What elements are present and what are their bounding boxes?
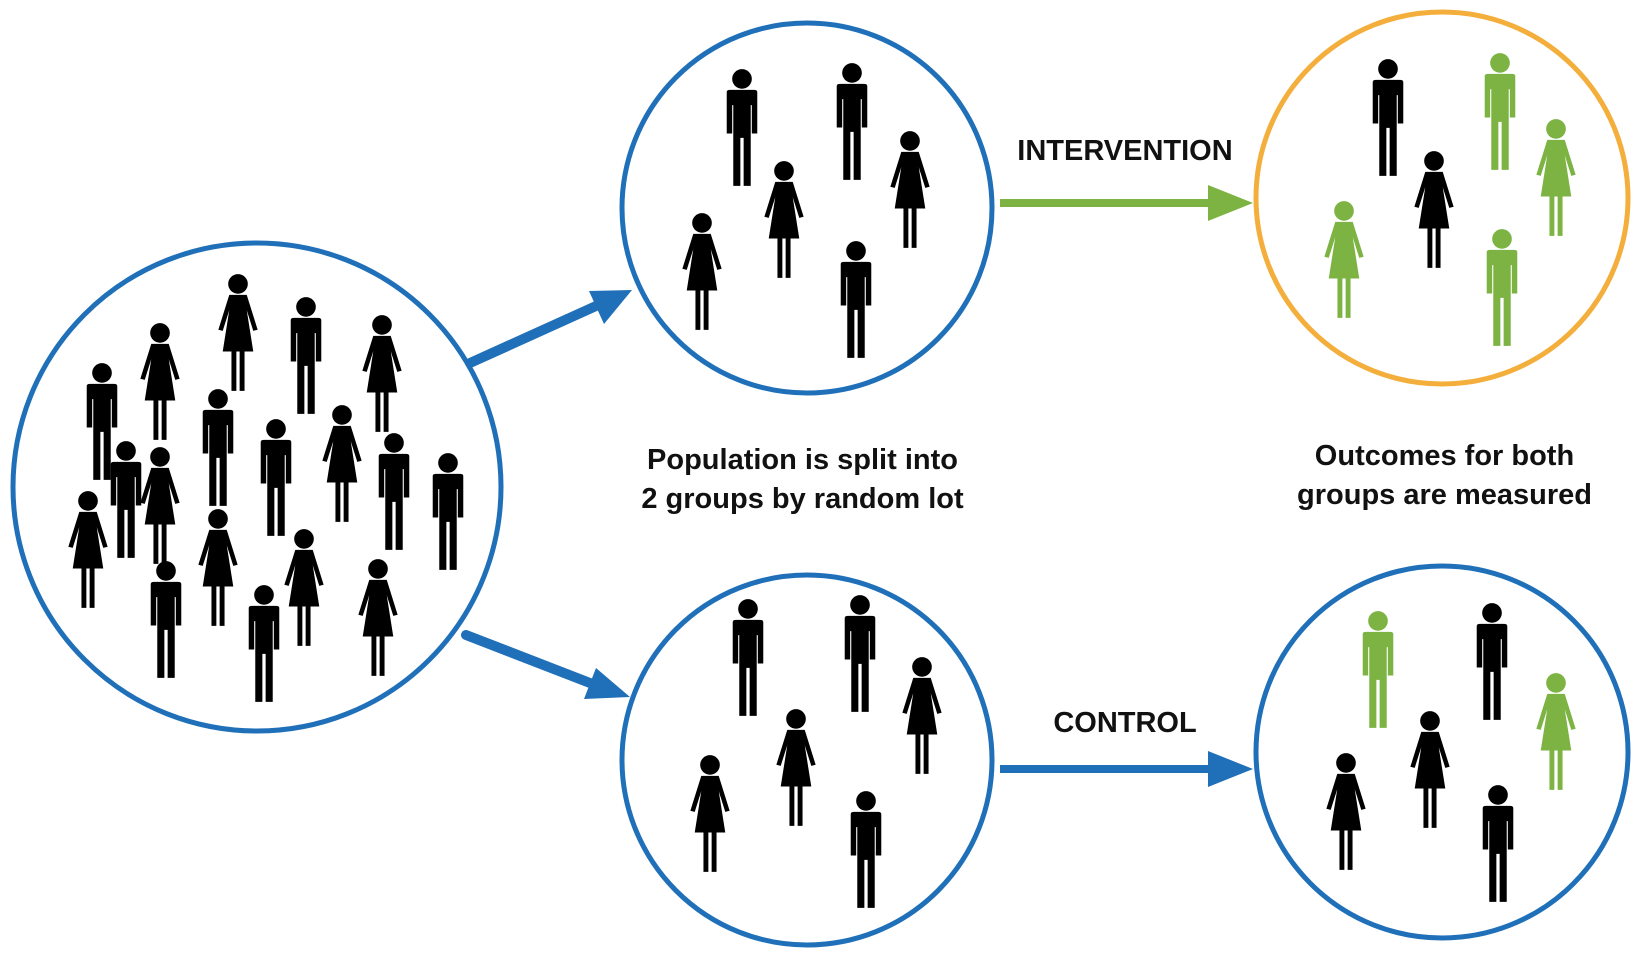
woman-figure-icon bbox=[902, 657, 942, 774]
man-figure-icon bbox=[1476, 603, 1508, 720]
man-figure-icon bbox=[378, 433, 410, 550]
man-figure-icon bbox=[726, 69, 758, 186]
woman-figure-icon bbox=[764, 161, 804, 278]
control-outcome-figures bbox=[1326, 603, 1576, 902]
man-figure-icon bbox=[432, 453, 464, 570]
woman-figure-icon bbox=[218, 274, 258, 391]
woman-figure-icon bbox=[690, 755, 730, 872]
green-man-figure-icon bbox=[1362, 611, 1394, 728]
control-label: CONTROL bbox=[1053, 707, 1197, 739]
woman-figure-icon bbox=[1410, 711, 1450, 828]
outcomes-caption-line-1: Outcomes for both bbox=[1314, 440, 1575, 472]
green-man-figure-icon bbox=[1484, 53, 1516, 170]
intervention-arrow bbox=[1000, 185, 1253, 221]
population-figures bbox=[68, 274, 464, 702]
man-figure-icon bbox=[1372, 59, 1404, 176]
split-arrow-top bbox=[465, 290, 632, 368]
woman-figure-icon bbox=[362, 315, 402, 432]
control-group-circle bbox=[619, 572, 995, 948]
split-caption-line-1: Population is split into bbox=[647, 444, 958, 476]
control-group-figures bbox=[690, 595, 942, 908]
intervention-group-circle bbox=[619, 20, 995, 396]
woman-figure-icon bbox=[198, 509, 238, 626]
intervention-outcome-circle bbox=[1253, 9, 1631, 387]
intervention-group-figures bbox=[682, 63, 930, 358]
split-arrow-bottom bbox=[461, 630, 630, 699]
man-figure-icon bbox=[290, 297, 322, 414]
split-caption: Population is split into 2 groups by ran… bbox=[620, 441, 985, 519]
man-figure-icon bbox=[844, 595, 876, 712]
woman-figure-icon bbox=[322, 405, 362, 522]
intervention-label: INTERVENTION bbox=[1017, 135, 1233, 167]
woman-figure-icon bbox=[284, 529, 324, 646]
split-caption-line-2: 2 groups by random lot bbox=[641, 483, 964, 515]
woman-figure-icon bbox=[140, 323, 180, 440]
man-figure-icon bbox=[840, 241, 872, 358]
outcomes-caption: Outcomes for both groups are measured bbox=[1262, 437, 1627, 515]
man-figure-icon bbox=[850, 791, 882, 908]
population-circle bbox=[10, 240, 504, 734]
woman-figure-icon bbox=[358, 559, 398, 676]
man-figure-icon bbox=[1482, 785, 1514, 902]
man-figure-icon bbox=[732, 599, 764, 716]
green-man-figure-icon bbox=[1486, 229, 1518, 346]
man-figure-icon bbox=[202, 389, 234, 506]
man-figure-icon bbox=[836, 63, 868, 180]
woman-figure-icon bbox=[140, 447, 180, 564]
woman-figure-icon bbox=[68, 491, 108, 608]
woman-figure-icon bbox=[890, 131, 930, 248]
green-woman-figure-icon bbox=[1324, 201, 1364, 318]
man-figure-icon bbox=[110, 441, 142, 558]
intervention-outcome-figures bbox=[1324, 53, 1576, 346]
man-figure-icon bbox=[248, 585, 280, 702]
woman-figure-icon bbox=[1326, 753, 1366, 870]
woman-figure-icon bbox=[776, 709, 816, 826]
green-woman-figure-icon bbox=[1536, 673, 1576, 790]
green-woman-figure-icon bbox=[1536, 119, 1576, 236]
woman-figure-icon bbox=[682, 213, 722, 330]
woman-figure-icon bbox=[1414, 151, 1454, 268]
man-figure-icon bbox=[260, 419, 292, 536]
control-arrow bbox=[1000, 751, 1253, 787]
man-figure-icon bbox=[150, 561, 182, 678]
outcomes-caption-line-2: groups are measured bbox=[1297, 479, 1592, 511]
control-outcome-circle bbox=[1253, 563, 1631, 941]
